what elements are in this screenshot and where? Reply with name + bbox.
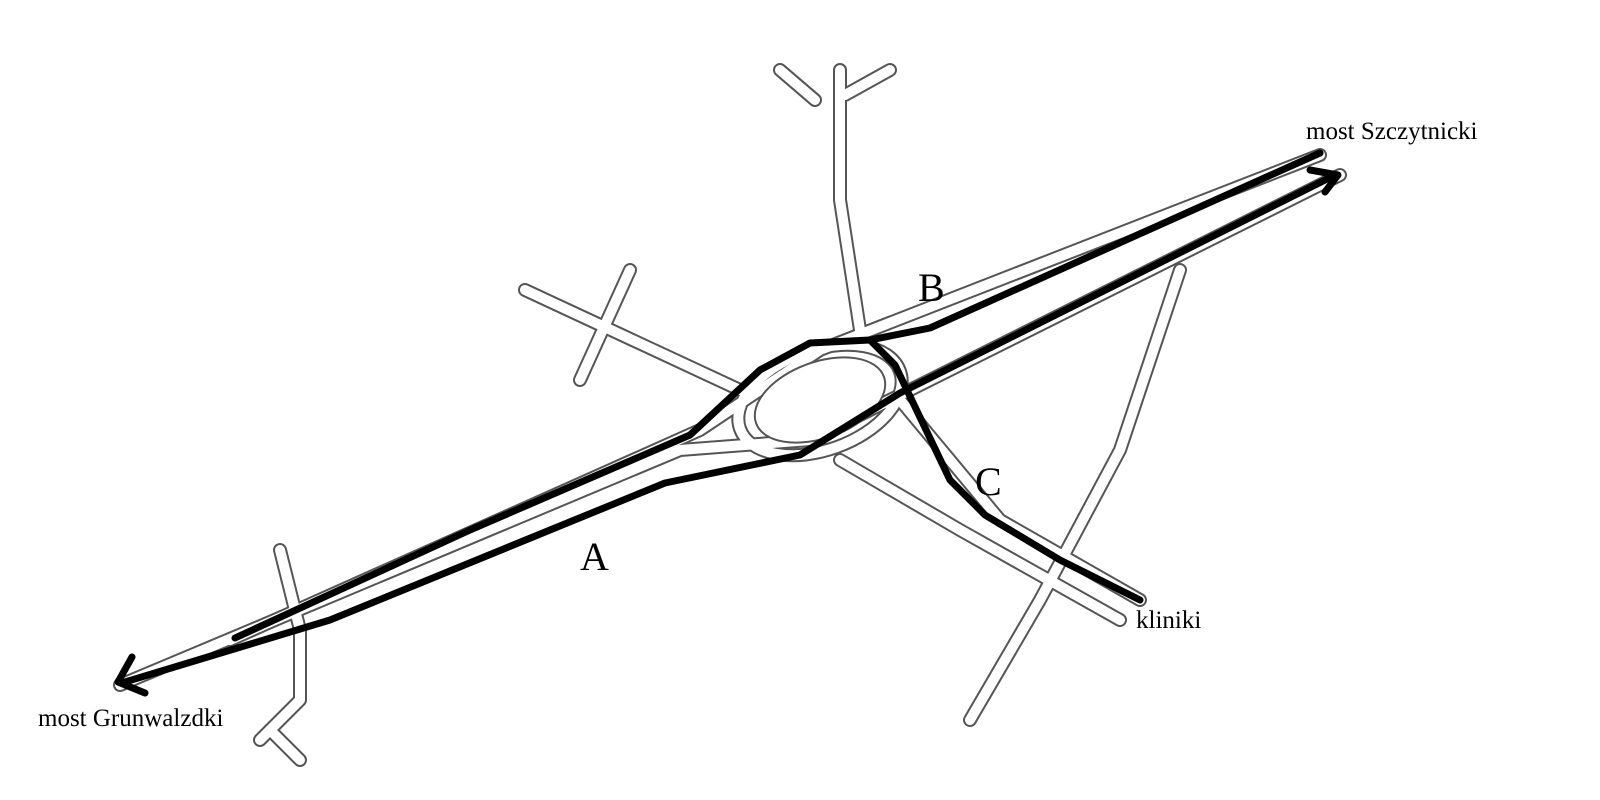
route-a [121,171,1339,686]
label-route-c: C [975,459,1002,504]
label-route-b: B [918,265,945,310]
label-kliniki: kliniki [1136,607,1202,634]
label-most-szczytnicki: most Szczytnicki [1306,118,1478,145]
route-a-return [231,149,1324,642]
route-c [866,336,1144,604]
label-most-grunwaldzki: most Grunwalzdki [38,705,224,732]
arrow-left-icon [114,653,149,697]
road-network [113,63,1347,767]
arrow-right-icon [1306,166,1342,196]
routes [114,149,1342,697]
label-route-a: A [580,534,609,579]
